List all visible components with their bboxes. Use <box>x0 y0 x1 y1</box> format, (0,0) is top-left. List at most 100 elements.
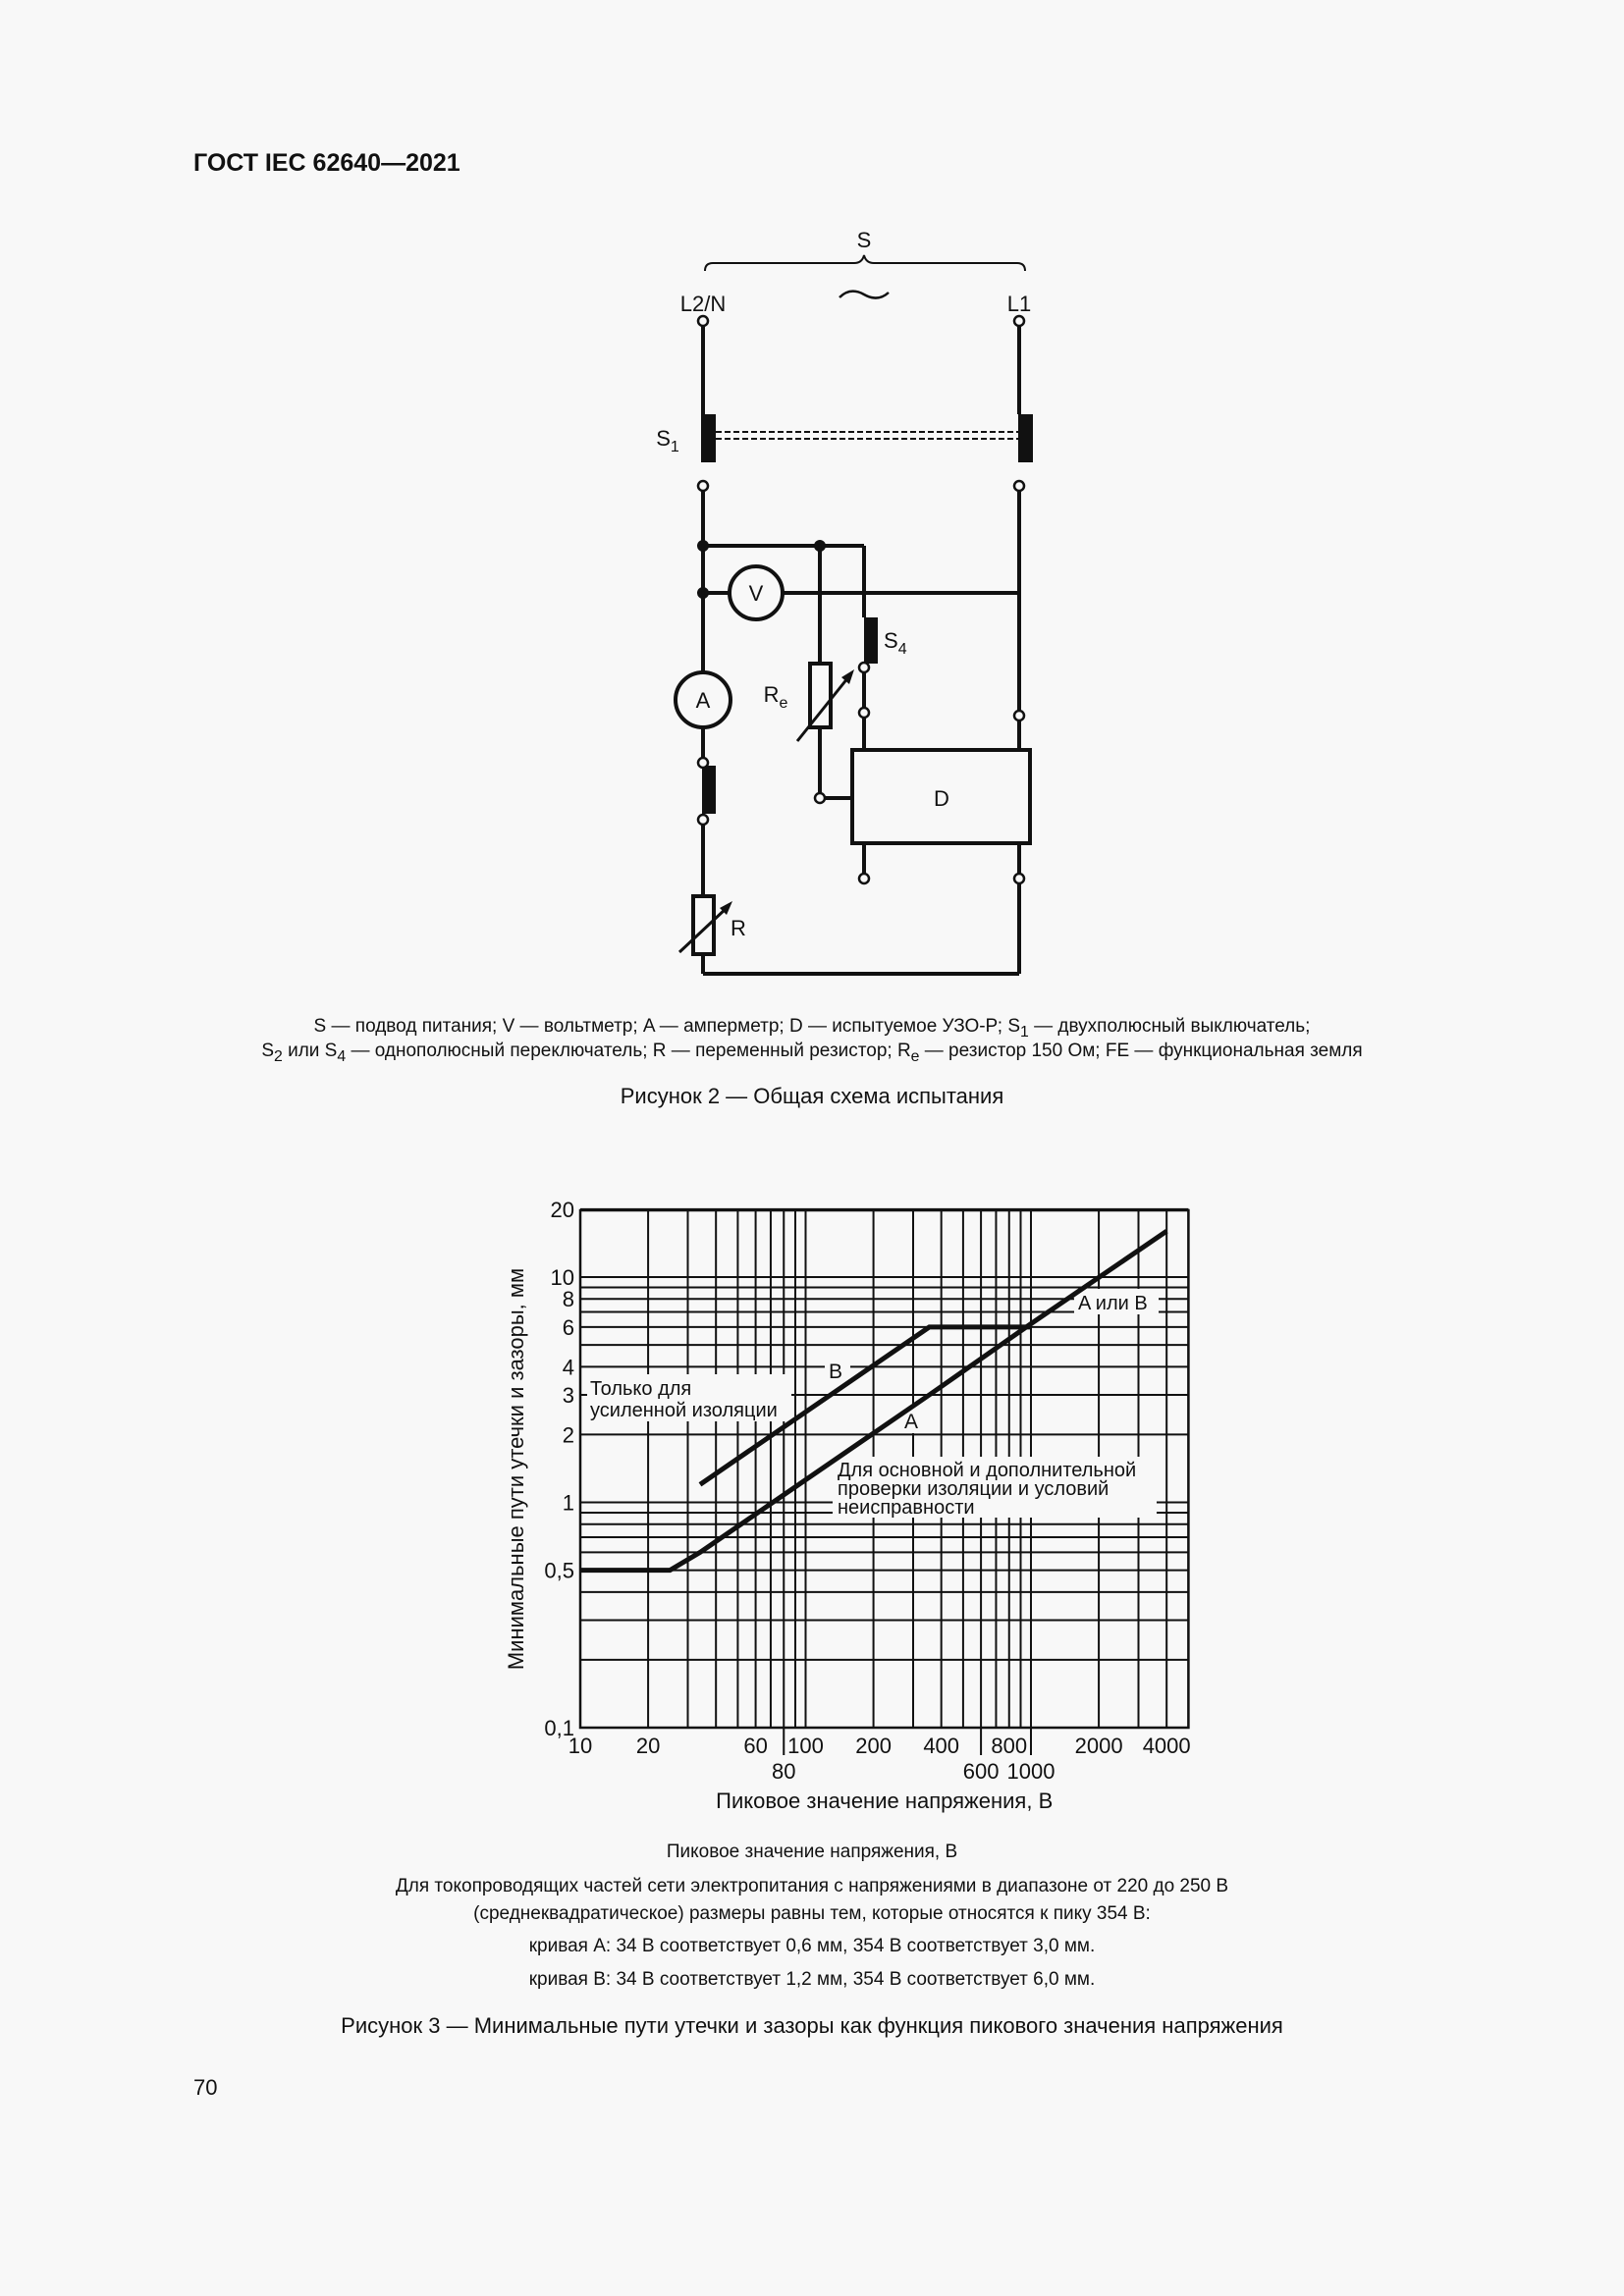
page-number: 70 <box>193 2075 218 2100</box>
y-tick-label: 0,1 <box>544 1716 574 1740</box>
annotation-basic: неисправности <box>838 1497 975 1519</box>
x-tick-label: 2000 <box>1075 1734 1123 1758</box>
x-tick-label: 1000 <box>1007 1759 1056 1784</box>
legend-sub: 4 <box>337 1047 347 1065</box>
annotation-box <box>1074 1289 1159 1314</box>
document-header: ГОСТ IEC 62640—2021 <box>193 149 460 177</box>
legend-sub: 1 <box>1020 1023 1029 1041</box>
annotation-box <box>587 1374 791 1421</box>
y-tick-label: 20 <box>551 1198 574 1222</box>
figure3-note-line2: (среднеквадратическое) размеры равны тем… <box>473 1903 1151 1924</box>
junction-dot <box>814 540 826 552</box>
figure2-caption: Рисунок 2 — Общая схема испытания <box>620 1084 1004 1108</box>
terminal <box>1012 872 1026 885</box>
switch-s2 <box>702 766 716 814</box>
y-tick-label: 4 <box>563 1355 574 1379</box>
x-tick-label: 800 <box>991 1734 1027 1758</box>
supply-label: S <box>857 228 872 252</box>
terminal-l1 <box>1012 314 1026 328</box>
figure3-xlabel-repeat: Пиковое значение напряжения, В <box>666 1842 958 1862</box>
y-tick-label: 3 <box>563 1383 574 1408</box>
variable-arrow-shaft <box>795 676 850 742</box>
x-tick-label: 4000 <box>1143 1734 1191 1758</box>
annotation-basic: проверки изоляции и условий <box>838 1478 1109 1500</box>
y-tick-label: 10 <box>551 1265 574 1290</box>
terminal <box>857 706 871 720</box>
x-tick-label: 80 <box>772 1759 795 1784</box>
y-tick-label: 1 <box>563 1491 574 1516</box>
legend-text: S <box>261 1041 274 1061</box>
terminal <box>1012 709 1026 722</box>
y-axis-label: Минимальные пути утечки и зазоры, мм <box>504 1268 528 1670</box>
x-axis-label: Пиковое значение напряжения, В <box>716 1789 1053 1813</box>
ac-tilde-icon <box>839 290 890 299</box>
junction-dot <box>697 587 709 599</box>
switch-s4 <box>864 617 878 664</box>
figure3-caption: Рисунок 3 — Минимальные пути утечки и за… <box>341 2013 1283 2038</box>
annotation-a-or-b: A или B <box>1078 1293 1148 1314</box>
legend-sub: e <box>910 1047 920 1065</box>
curve-a <box>580 1229 1168 1574</box>
terminal-label-l2n: L2/N <box>680 292 726 316</box>
device-under-test-box <box>850 748 1032 845</box>
variable-arrow-icon <box>720 901 732 915</box>
x-tick-label: 60 <box>743 1734 767 1758</box>
x-tick-label: 100 <box>787 1734 824 1758</box>
y-tick-label: 6 <box>563 1315 574 1340</box>
terminal <box>1012 479 1026 493</box>
switch-s1-pole-left <box>701 414 716 462</box>
figure3-note-curve-a: кривая A: 34 В соответствует 0,6 мм, 354… <box>528 1936 1096 1956</box>
ammeter-label: A <box>696 688 711 713</box>
y-tick-label: 2 <box>563 1422 574 1447</box>
legend-text: — двухполюсный выключатель; <box>1028 1016 1311 1037</box>
x-tick-label: 600 <box>963 1759 1000 1784</box>
voltmeter-symbol <box>728 564 785 621</box>
resistor-r-label: R <box>731 916 746 940</box>
annotation-reinforced: Только для <box>590 1378 691 1400</box>
x-tick-label: 200 <box>855 1734 892 1758</box>
terminal <box>857 661 871 674</box>
annotation-box <box>833 1457 1157 1518</box>
x-tick-label: 20 <box>636 1734 660 1758</box>
annotation-curve-a: A <box>904 1411 918 1433</box>
legend-text: или S <box>282 1041 338 1061</box>
figure3-note-curve-b: кривая B: 34 В соответствует 1,2 мм, 354… <box>528 1969 1096 1990</box>
voltmeter-label: V <box>749 581 764 606</box>
figure3-note-line1: Для токопроводящих частей сети электропи… <box>395 1876 1229 1896</box>
terminal <box>696 813 710 827</box>
legend-sub: 2 <box>274 1047 283 1065</box>
switch-s1-pole-right <box>1018 414 1033 462</box>
legend-text: — однополюсный переключатель; R — переме… <box>346 1041 911 1061</box>
switch-s4-label: S4 <box>884 628 907 658</box>
figure2-legend-line2: S2 или S4 — однополюсный переключатель; … <box>0 1041 1624 1066</box>
resistor-r <box>691 894 716 956</box>
switch-s1-label: S1 <box>656 426 679 455</box>
ammeter-symbol <box>674 670 732 729</box>
y-tick-label: 8 <box>563 1287 574 1311</box>
terminal <box>696 756 710 770</box>
legend-text: — резистор 150 Ом; FE — функциональная з… <box>919 1041 1363 1061</box>
device-under-test-label: D <box>934 786 949 811</box>
x-tick-label: 10 <box>568 1734 592 1758</box>
terminal-l2n <box>696 314 710 328</box>
resistor-re-label: Re <box>764 682 788 712</box>
junction-dot <box>697 540 709 552</box>
annotation-curve-b: B <box>829 1361 842 1383</box>
terminal-fe <box>813 791 827 805</box>
terminal <box>857 872 871 885</box>
annotation-box <box>825 1358 850 1383</box>
annotation-reinforced: усиленной изоляции <box>590 1400 778 1421</box>
supply-brace <box>704 254 1026 272</box>
annotation-basic: Для основной и дополнительной <box>838 1460 1136 1481</box>
terminal-label-l1: L1 <box>1007 292 1031 316</box>
y-tick-label: 0,5 <box>544 1559 574 1583</box>
plot-frame <box>578 1208 1190 1730</box>
terminal <box>696 479 710 493</box>
curve-b <box>698 1324 1031 1487</box>
variable-arrow-icon <box>841 669 854 684</box>
variable-arrow-shaft <box>677 906 729 954</box>
x-tick-label: 400 <box>923 1734 959 1758</box>
figure2-legend-line1: S — подвод питания; V — вольтметр; A — а… <box>0 1016 1624 1041</box>
